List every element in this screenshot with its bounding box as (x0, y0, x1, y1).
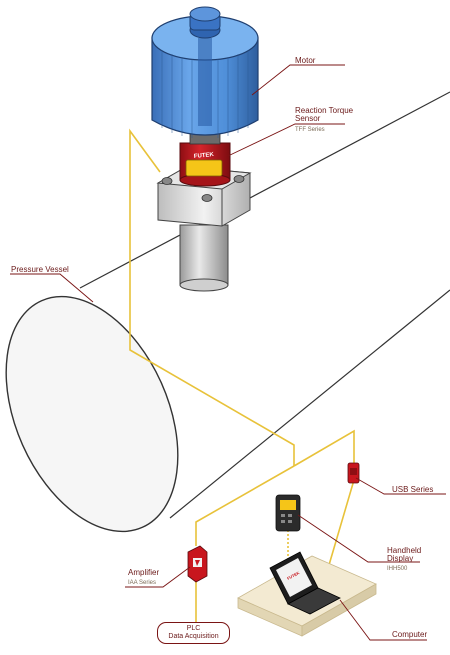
label-handheld-display-line2: Display (387, 554, 414, 563)
leader-lines (10, 64, 446, 641)
label-ihh500: IHH500 (387, 566, 408, 572)
flange-bolt (161, 177, 173, 185)
reaction-torque-sensor: FUTEK (179, 142, 231, 187)
signal-cables (129, 128, 355, 622)
label-computer: Computer (392, 630, 428, 639)
pressure-vessel (5, 91, 450, 533)
label-plc-line1: PLC (186, 625, 201, 632)
handheld-display-device (275, 494, 301, 532)
label-iaa-series: IAA Series (128, 580, 157, 586)
label-plc-line2: Data Acquisition (168, 633, 219, 640)
label-motor: Motor (295, 56, 316, 65)
amplifier-device (187, 545, 208, 583)
label-pressure-vessel: Pressure Vessel (11, 265, 69, 274)
usb-series-device (347, 462, 360, 484)
computer-setup: FUTEK (237, 551, 377, 637)
flange-bolt (201, 194, 213, 202)
label-reaction-torque-sensor-line2: Sensor (295, 114, 321, 123)
laptop-brand-logo: FUTEK (286, 570, 300, 581)
plc-data-acquisition-box: PLC Data Acquisition (157, 622, 230, 644)
label-usb-series: USB Series (392, 485, 434, 494)
label-tff-series: TFF Series (295, 127, 325, 133)
label-handheld-display-line1: Handheld (387, 546, 422, 555)
shaft (179, 224, 229, 292)
label-amplifier: Amplifier (128, 568, 160, 577)
sensor-brand-logo: FUTEK (194, 152, 215, 160)
label-reaction-torque-sensor-line1: Reaction Torque (295, 106, 354, 115)
flange-bolt (233, 175, 245, 183)
motor (151, 6, 259, 145)
